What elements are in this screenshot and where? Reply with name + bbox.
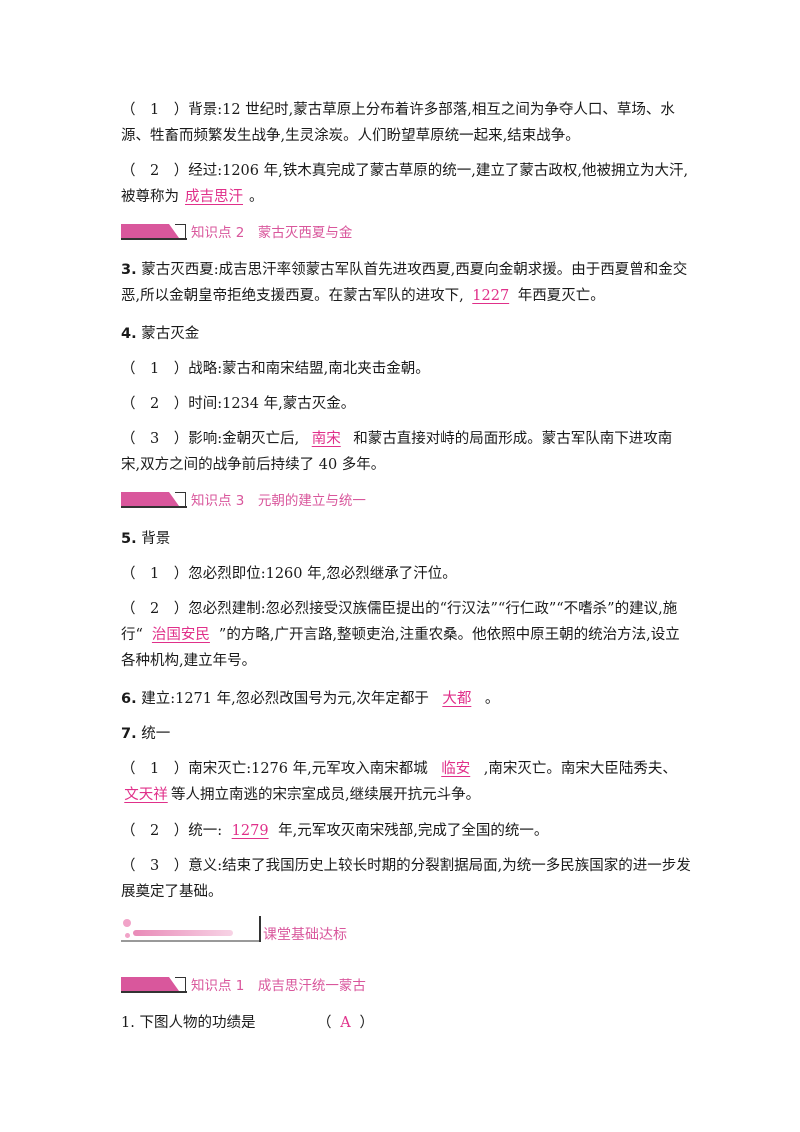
question-7-item-3: （ 3 ）意义:结束了我国历史上较长时期的分裂割据局面,为统一多民族国家的进一步…	[121, 858, 691, 900]
answer-blank: 1279	[231, 823, 269, 839]
answer-blank: 大都	[442, 691, 472, 707]
knowledge-point-header: 知识点 2 蒙古灭西夏与金	[121, 221, 352, 241]
question-5-title: 5. 背景	[121, 531, 171, 547]
knowledge-point-badge-icon	[121, 224, 187, 240]
section-decoration-icon	[121, 916, 261, 944]
paragraph-process: （ 2 ）经过:1206 年,铁木真完成了蒙古草原的统一,建立了蒙古政权,他被拥…	[121, 158, 691, 210]
question-1: 1. 下图人物的功绩是 （A）	[121, 1010, 691, 1036]
question-5-item-1: （ 1 ）忽必烈即位:1260 年,忽必烈继承了汗位。	[121, 566, 457, 582]
answer-blank: 1227	[472, 288, 510, 304]
question-6: 6. 建立:1271 年,忽必烈改国号为元,次年定都于大都。	[121, 686, 691, 712]
question-7-title: 7. 统一	[121, 726, 171, 742]
knowledge-point-header: 知识点 3 元朝的建立与统一	[121, 489, 366, 509]
knowledge-point-badge-icon	[121, 492, 187, 508]
question-3: 3. 蒙古灭西夏:成吉思汗率领蒙古军队首先进攻西夏,西夏向金朝求援。由于西夏曾和…	[121, 257, 691, 309]
answer-blank: 成吉思汗	[185, 189, 243, 205]
answer-blank: 南宋	[311, 431, 341, 447]
knowledge-point-badge-icon	[121, 977, 187, 993]
section-header: 课堂基础达标	[121, 914, 347, 944]
answer-blank: 文天祥	[124, 787, 168, 803]
answer-blank: 治国安民	[151, 627, 210, 643]
question-4-item-1: （ 1 ）战略:蒙古和南宋结盟,南北夹击金朝。	[121, 361, 430, 377]
question-4-item-2: （ 2 ）时间:1234 年,蒙古灭金。	[121, 396, 356, 412]
question-7-item-1: （ 1 ）南宋灭亡:1276 年,元军攻入南宋都城临安,南宋灭亡。南宋大臣陆秀夫…	[121, 756, 691, 808]
answer-parentheses: （A）	[317, 1010, 374, 1036]
answer-blank: 临安	[441, 761, 471, 777]
knowledge-point-header: 知识点 1 成吉思汗统一蒙古	[121, 974, 366, 994]
paragraph-background: （ 1 ）背景:12 世纪时,蒙古草原上分布着许多部落,相互之间为争夺人口、草场…	[121, 102, 675, 144]
question-4-item-3: （ 3 ）影响:金朝灭亡后,南宋和蒙古直接对峙的局面形成。蒙古军队南下进攻南宋,…	[121, 426, 691, 478]
question-5-item-2: （ 2 ）忽必烈建制:忽必烈接受汉族儒臣提出的“行汉法”“行仁政”“不嗜杀”的建…	[121, 601, 680, 669]
answer-choice: A	[340, 1015, 351, 1031]
question-4-title: 4. 蒙古灭金	[121, 326, 200, 342]
